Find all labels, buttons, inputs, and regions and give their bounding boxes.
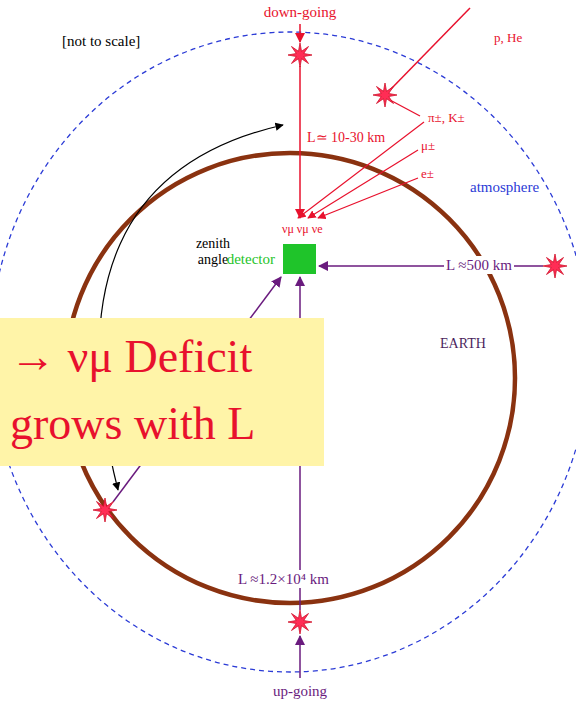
neutrino-label: νμ νμ νe bbox=[282, 222, 322, 236]
meson-track bbox=[390, 100, 420, 116]
atmosphere-shell bbox=[0, 32, 576, 672]
down-going-arrow bbox=[299, 24, 301, 42]
vertical-path bbox=[299, 66, 301, 218]
particle-label: p, He bbox=[494, 30, 522, 46]
scale-note: [not to scale] bbox=[62, 32, 140, 50]
region-label: atmosphere bbox=[470, 178, 539, 196]
callout-text: → νμ Deficit grows with L bbox=[10, 324, 310, 457]
distance-label: L≃ 10-30 km bbox=[305, 130, 387, 147]
interaction-star bbox=[373, 83, 397, 107]
particle-label: μ± bbox=[421, 138, 435, 154]
interaction-star bbox=[543, 254, 567, 278]
direction-label: up-going bbox=[273, 682, 327, 700]
cosmic-ray-track bbox=[390, 8, 470, 90]
distance-label: L ≈1.2×10⁴ km bbox=[236, 570, 331, 588]
shower-track bbox=[308, 150, 418, 218]
up-going-arrow bbox=[299, 636, 301, 678]
highlight-box: → νμ Deficit grows with L bbox=[0, 318, 324, 466]
particle-label: e± bbox=[421, 166, 434, 182]
particle-label: π±, K± bbox=[428, 110, 465, 126]
distance-label: L ≈500 km bbox=[444, 256, 514, 274]
detector-label: detector bbox=[227, 251, 275, 268]
interaction-star bbox=[288, 43, 312, 67]
direction-label: down-going bbox=[264, 3, 337, 21]
interaction-star bbox=[288, 610, 312, 634]
region-label: EARTH bbox=[440, 336, 486, 353]
interaction-star bbox=[93, 498, 117, 522]
detector-box: detector bbox=[283, 244, 316, 274]
shower-track bbox=[318, 178, 418, 218]
shower-track bbox=[298, 122, 424, 218]
